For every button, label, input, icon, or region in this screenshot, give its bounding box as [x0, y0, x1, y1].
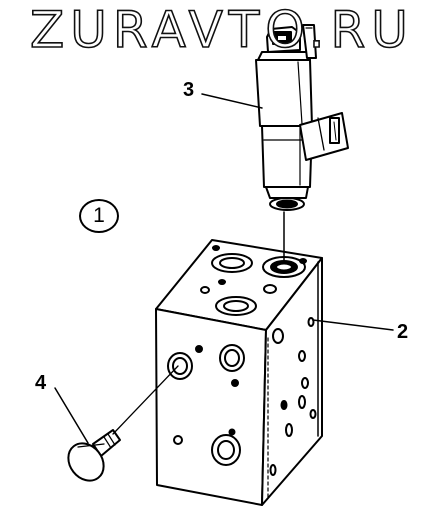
callout-solenoid-valve: 3 [183, 79, 195, 101]
callout-plug: 4 [35, 372, 47, 394]
solenoid-valve [255, 24, 349, 211]
leader-4 [54, 387, 89, 444]
valve-block [155, 239, 323, 506]
front-port-right [219, 344, 245, 372]
front-port-left [167, 352, 193, 380]
top-port-2 [215, 296, 257, 316]
leader-2 [312, 319, 394, 331]
front-port-bottom [211, 434, 241, 466]
watermark-text: ZURAVTO.RU [29, 1, 414, 59]
callout-group-number: 1 [79, 199, 119, 233]
leader-3 [201, 93, 263, 109]
plug [67, 429, 121, 482]
callout-block: 2 [397, 321, 409, 343]
plug-axis-line [112, 365, 179, 435]
top-port-1 [211, 253, 253, 273]
